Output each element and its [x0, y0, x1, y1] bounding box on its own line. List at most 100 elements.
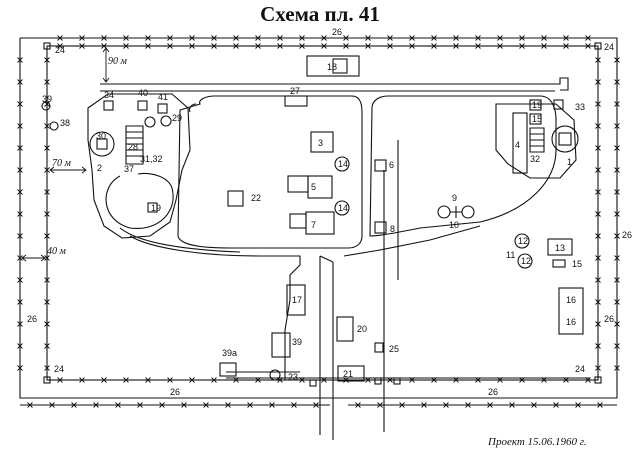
fence-cross: [145, 43, 151, 49]
fence-cross: [355, 402, 361, 408]
label-40: 40: [138, 88, 148, 98]
label-16b: 16: [566, 317, 576, 327]
fence-cross: [595, 255, 601, 261]
fence-cross: [443, 402, 449, 408]
label-6: 6: [389, 160, 394, 170]
fence-cross: [563, 43, 569, 49]
label-32: 32: [530, 154, 540, 164]
fence-cross: [595, 167, 601, 173]
label-15: 15: [572, 259, 582, 269]
fence-cross: [595, 145, 601, 151]
fence-cross: [421, 402, 427, 408]
fence-cross: [44, 79, 50, 85]
fence-cross: [431, 43, 437, 49]
fence-cross: [255, 35, 261, 41]
fence-cross: [377, 402, 383, 408]
fence-cross: [614, 167, 620, 173]
fence-cross: [475, 35, 481, 41]
fence-cross: [614, 233, 620, 239]
fence-cross: [585, 43, 591, 49]
label-30: 30: [96, 131, 106, 141]
fence-cross: [181, 402, 187, 408]
fence-cross: [44, 343, 50, 349]
fence-cross: [595, 365, 601, 371]
fence-cross: [321, 43, 327, 49]
fence-cross: [233, 35, 239, 41]
fence-cross: [585, 35, 591, 41]
fence-cross: [57, 43, 63, 49]
fence-cross: [595, 277, 601, 283]
fence-cross: [541, 35, 547, 41]
corner-post-tl: [43, 42, 51, 50]
fence-cross: [44, 167, 50, 173]
label-19b: 19: [532, 100, 542, 110]
fence-cross: [44, 123, 50, 129]
label-10: 10: [449, 220, 459, 230]
buildings: [219, 55, 584, 387]
fence-cross: [614, 189, 620, 195]
fence-cross: [145, 377, 151, 383]
fence-cross: [614, 145, 620, 151]
label-1: 1: [567, 157, 572, 167]
fence-cross: [93, 402, 99, 408]
label-26f: 26: [604, 314, 614, 324]
label-19: 19: [151, 203, 161, 213]
fence-cross: [431, 35, 437, 41]
dist-top: 90 м: [108, 56, 128, 67]
bldg-39: [271, 332, 291, 358]
label-12a: 12: [518, 236, 528, 246]
fence-cross: [247, 402, 253, 408]
fence-cross: [44, 189, 50, 195]
fence-cross: [233, 43, 239, 49]
label-25: 25: [389, 344, 399, 354]
fence-cross: [17, 233, 23, 239]
label-20: 20: [357, 324, 367, 334]
bldg-4: [512, 112, 528, 174]
label-13: 13: [555, 243, 565, 253]
fence-cross: [497, 35, 503, 41]
fence-cross: [409, 35, 415, 41]
label-12b: 12: [521, 256, 531, 266]
dimension-lines: [21, 47, 110, 262]
fence-cross: [343, 43, 349, 49]
fence-cross: [17, 365, 23, 371]
fence-cross: [475, 43, 481, 49]
fence-cross: [519, 43, 525, 49]
label-21: 21: [343, 369, 353, 379]
label-24c: 24: [54, 364, 64, 374]
fence-cross: [44, 211, 50, 217]
fence-cross: [57, 35, 63, 41]
fence-cross: [44, 365, 50, 371]
fence-cross: [44, 145, 50, 151]
label-29: 29: [172, 113, 182, 123]
label-2: 2: [97, 163, 102, 173]
fence-cross: [17, 255, 23, 261]
fence-cross: [453, 43, 459, 49]
fence-cross: [509, 402, 515, 408]
corner-post-tr: [594, 42, 602, 50]
label-17: 17: [292, 295, 302, 305]
label-33: 33: [575, 102, 585, 112]
bldg-3: [310, 131, 334, 153]
label-16a: 16: [566, 295, 576, 305]
fence-cross: [541, 43, 547, 49]
label-39a: 39а: [222, 348, 237, 358]
fence-cross: [553, 402, 559, 408]
fence-cross: [614, 79, 620, 85]
label-26e: 26: [488, 387, 498, 397]
label-24d: 24: [575, 364, 585, 374]
fence-cross: [203, 402, 209, 408]
tank-14b: [334, 200, 350, 216]
fence-cross: [123, 35, 129, 41]
fence-cross: [487, 402, 493, 408]
fence-cross: [365, 43, 371, 49]
fence-cross: [17, 299, 23, 305]
fence-cross: [137, 402, 143, 408]
bldg-7a: [289, 213, 307, 229]
fence-cross: [57, 377, 63, 383]
fence-cross: [321, 35, 327, 41]
road-network: [119, 95, 590, 440]
perimeter-road: [100, 77, 569, 92]
fence-cross: [299, 43, 305, 49]
